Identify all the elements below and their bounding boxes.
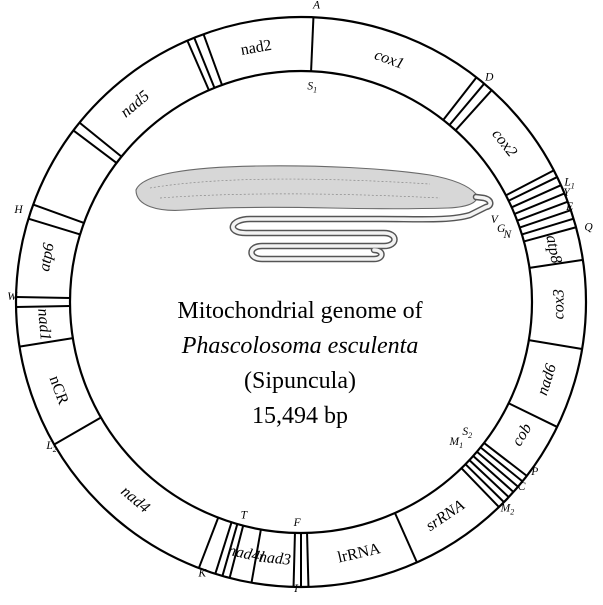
trna-label-m1: M1 [449,436,464,450]
trna-label-d: D [484,72,494,84]
gene-boundary-line [16,306,70,307]
gene-boundary-line [522,219,574,235]
trna-label-i: I [293,583,299,595]
gene-boundary-line [16,297,70,298]
gene-boundary-line [520,210,571,227]
gene-label-cox2: cox2 [488,126,520,160]
trna-label-m2: M2 [500,502,515,516]
worm-trunk [136,166,477,211]
trna-label-g: G [497,223,506,235]
gene-label-ncr: nCR [46,374,72,408]
gene-boundary-line [307,533,308,587]
trna-label-a: A [312,0,321,11]
trna-label-s2: S2 [462,426,472,440]
gene-label-cox3: cox3 [550,289,567,319]
trna-label-q: Q [584,222,593,234]
gene-boundary-line [517,202,568,221]
gene-boundary-line [395,513,417,562]
gene-boundary-line [311,17,313,71]
gene-label-nad1: nad1 [34,308,54,341]
genome-title: Mitochondrial genome of Phascolosoma esc… [177,298,422,429]
gene-label-cob: cob [509,421,535,450]
title-line-size: 15,494 bp [252,403,348,429]
gene-label-cox1: cox1 [372,46,406,72]
gene-label-srrna: srRNA [423,497,468,535]
trna-label-t: T [241,509,249,521]
trna-label-p: P [530,466,538,478]
gene-label-nad5: nad5 [117,88,152,122]
gene-boundary-line [509,403,558,427]
trna-label-s1: S1 [307,80,317,94]
gene-boundary-line [529,340,582,349]
gene-boundary-line [204,34,222,85]
trna-label-l2: L2 [45,440,56,454]
gene-label-nad4: nad4 [117,483,152,517]
title-line-1: Mitochondrial genome of [177,298,422,324]
trna-label-e: E [565,201,573,213]
trna-label-w: W [7,291,18,303]
trna-label-f: F [293,517,302,529]
title-line-species: Phascolosoma esculenta [181,333,419,359]
trna-label-h: H [13,204,23,216]
trna-label-k: K [197,568,207,580]
gene-label-atp6: atp6 [36,242,58,273]
gene-label-lrrna: lrRNA [336,540,383,566]
gene-boundary-line [28,219,80,235]
trna-label-c: C [518,481,526,493]
sipunculan-worm-illustration [136,166,490,259]
gene-boundary-line [199,518,218,568]
gene-boundary-line [33,205,84,223]
gene-boundary-line [54,418,101,445]
gene-label-nad2: nad2 [239,37,273,59]
gene-label-nad6: nad6 [534,362,560,398]
gene-label-atp8: atp8 [542,234,564,265]
title-line-phylum: (Sipuncula) [244,368,356,394]
gene-label-nad4l: nad4l [226,542,266,566]
gene-boundary-line [294,533,295,587]
